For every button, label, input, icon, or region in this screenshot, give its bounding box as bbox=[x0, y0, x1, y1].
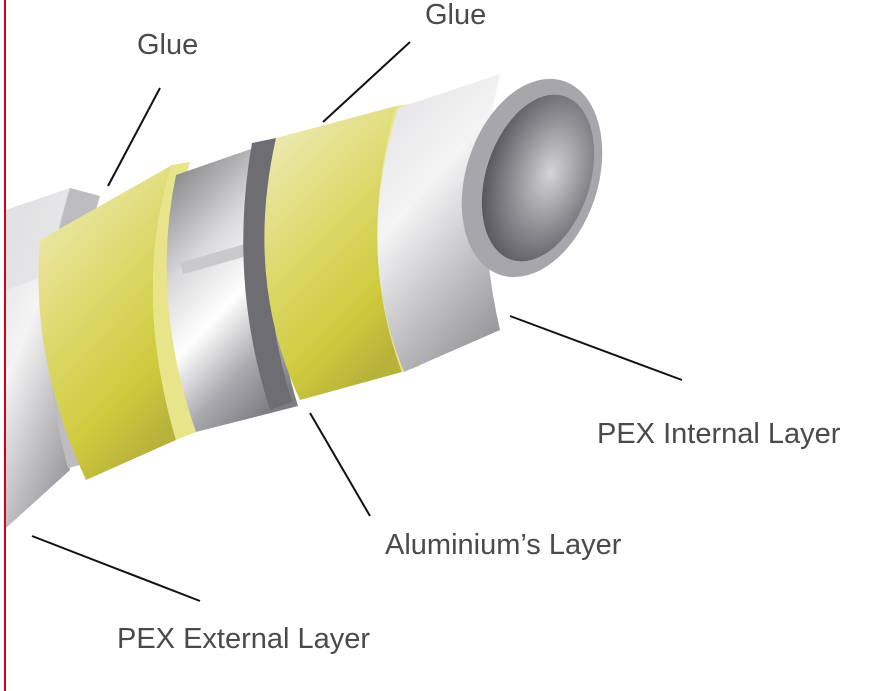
left-edge-line bbox=[4, 0, 6, 691]
glue-outer-edge bbox=[152, 162, 196, 440]
label-glue-outer: Glue bbox=[137, 29, 199, 61]
pipe-bore bbox=[481, 94, 595, 262]
leader-glue-outer bbox=[107, 87, 161, 187]
glue-layer-inner bbox=[264, 106, 402, 400]
glue-layer-outer bbox=[38, 165, 176, 480]
leader-pex-external bbox=[31, 535, 201, 602]
leader-glue-inner bbox=[322, 41, 411, 123]
label-glue-inner: Glue bbox=[425, 0, 487, 31]
label-aluminium: Aluminium’s Layer bbox=[385, 529, 622, 561]
leader-aluminium bbox=[309, 412, 371, 517]
label-pex-internal: PEX Internal Layer bbox=[597, 418, 841, 450]
leader-pex-internal bbox=[509, 315, 683, 381]
pex-internal-layer bbox=[377, 74, 500, 372]
label-pex-external: PEX External Layer bbox=[117, 623, 371, 655]
